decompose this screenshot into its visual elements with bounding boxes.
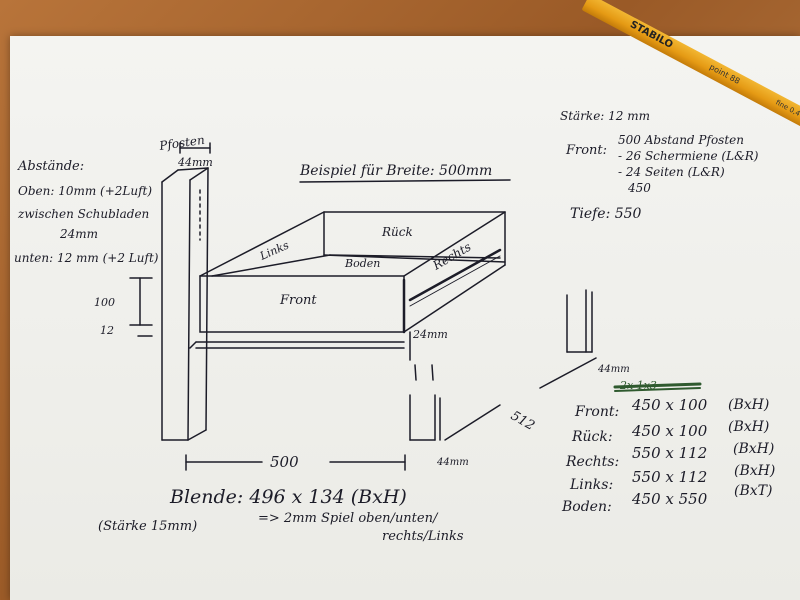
parts-row-0-name: Front:	[575, 404, 620, 420]
dim-12-label: 12	[100, 324, 114, 337]
calc-front-label: Front:	[566, 143, 608, 158]
parts-row-2-size: 550 x 112	[632, 444, 708, 462]
label-boden: Boden	[344, 257, 380, 270]
post-drawing	[161, 142, 211, 441]
drawer-box	[199, 211, 506, 334]
parts-row-2-unit: (BxH)	[733, 441, 775, 457]
blende-main: Blende: 496 x 134 (BxH)	[170, 486, 407, 508]
blende-note-3: rechts/Links	[382, 529, 464, 544]
calc-row3: - 24 Seiten (L&R)	[618, 165, 725, 179]
width-500-label: 500	[270, 453, 299, 471]
label-rueck: Rück	[381, 225, 413, 239]
left-notes-line1: Oben: 10mm (+2Luft)	[18, 184, 153, 198]
dim-100-label: 100	[94, 296, 115, 309]
calc-row2: - 26 Schermiene (L&R)	[618, 149, 759, 163]
post-right-label: 44mm	[436, 457, 469, 468]
calc-result: 450	[628, 181, 651, 195]
title-underline	[299, 179, 511, 183]
drawer-rail	[189, 341, 405, 349]
right-post	[409, 331, 441, 441]
calc-staerke: Stärke: 12 mm	[560, 109, 651, 123]
parts-row-0-size: 450 x 100	[632, 396, 708, 414]
left-notes-line4: unten: 12 mm (+2 Luft)	[14, 251, 159, 265]
left-notes-line2: zwischen Schubladen	[18, 207, 150, 221]
post-name-label: Pfosten	[157, 133, 205, 153]
blende-note-1: (Stärke 15mm)	[98, 519, 198, 534]
diag-512-label: 512	[508, 408, 537, 433]
parts-row-3-name: Links:	[570, 477, 614, 493]
crossed-out-note	[613, 382, 702, 392]
parts-row-4-size: 450 x 550	[632, 490, 708, 508]
parts-row-1-size: 450 x 100	[632, 422, 708, 440]
blende-note-2: => 2mm Spiel oben/unten/	[258, 511, 438, 526]
parts-row-4-unit: (BxT)	[734, 483, 773, 499]
calc-row1: 500 Abstand Pfosten	[618, 133, 744, 147]
parts-row-0-unit: (BxH)	[728, 397, 770, 413]
parts-crossed: 2x 1x3	[620, 379, 657, 392]
post-small-label: 44mm	[597, 364, 630, 375]
label-front: Front	[279, 293, 317, 308]
parts-row-1-unit: (BxH)	[728, 419, 770, 435]
parts-row-3-size: 550 x 112	[632, 468, 708, 486]
parts-row-3-unit: (BxH)	[734, 463, 776, 479]
parts-row-1-name: Rück:	[572, 429, 613, 445]
page-title: Beispiel für Breite: 500mm	[300, 163, 493, 179]
dimension-lines	[129, 277, 501, 471]
parts-row-4-name: Boden:	[562, 499, 612, 515]
calc-tiefe: Tiefe: 550	[570, 206, 642, 222]
label-gap-24: 24mm	[412, 328, 448, 341]
post-width-label: 44mm	[177, 156, 213, 169]
parts-row-2-name: Rechts:	[566, 454, 620, 470]
small-post-profile	[539, 289, 597, 389]
label-links: Links	[257, 238, 291, 263]
left-notes-heading: Abstände:	[18, 159, 85, 174]
left-notes-line3: 24mm	[60, 227, 99, 241]
